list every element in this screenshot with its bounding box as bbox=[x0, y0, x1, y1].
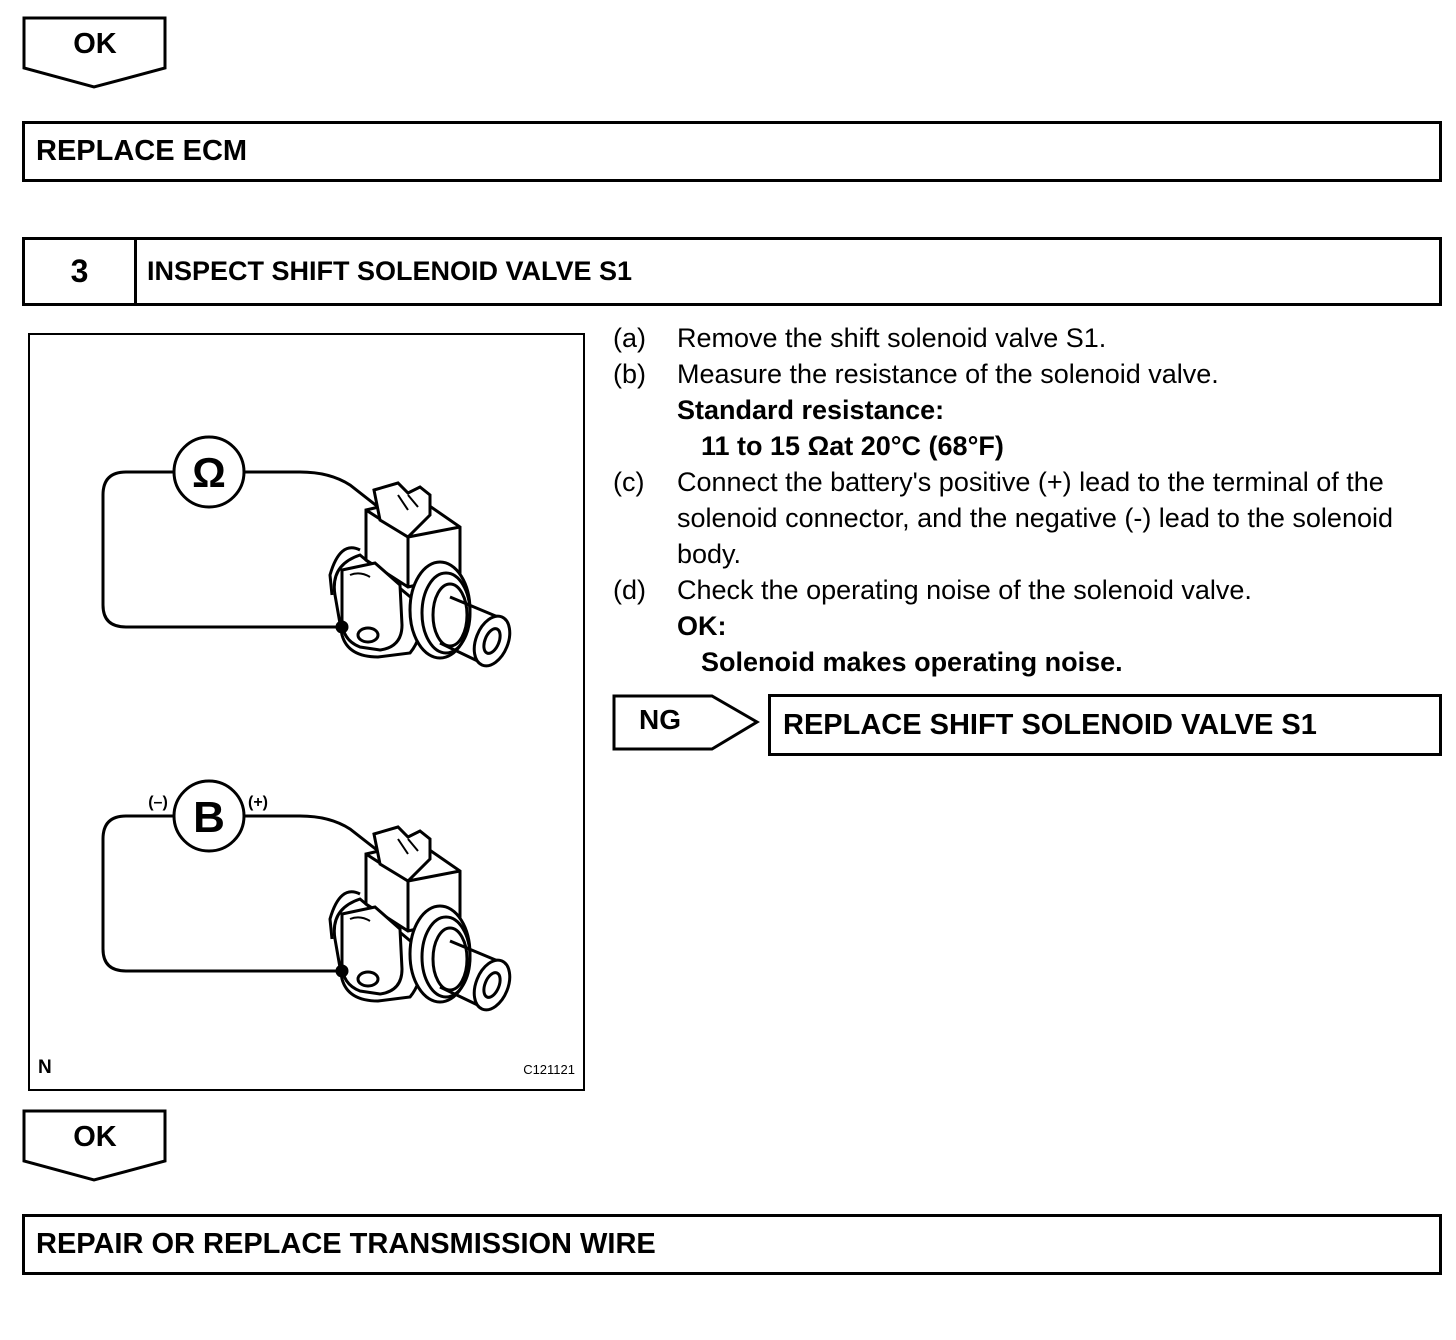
solenoid-figure: Ω B (–) (+) N C121121 bbox=[28, 333, 585, 1091]
battery-symbol: B bbox=[193, 793, 225, 842]
replace-valve-text: REPLACE SHIFT SOLENOID VALVE S1 bbox=[783, 709, 1317, 741]
ohm-symbol: Ω bbox=[192, 449, 226, 496]
replace-ecm-text: REPLACE ECM bbox=[36, 135, 248, 167]
step-d-marker: (d) bbox=[613, 575, 646, 605]
ok-label: OK bbox=[73, 28, 117, 60]
step-header: 3 INSPECT SHIFT SOLENOID VALVE S1 bbox=[22, 237, 1442, 306]
standard-resistance-label: Standard resistance: bbox=[677, 395, 945, 425]
ohmmeter-test-diagram bbox=[101, 435, 512, 668]
step-c-text: Connect the battery's positive (+) lead … bbox=[677, 467, 1393, 569]
step-a-marker: (a) bbox=[613, 323, 646, 353]
step-c-marker: (c) bbox=[613, 467, 645, 497]
step-c: (c) Connect the battery's positive (+) l… bbox=[613, 464, 1443, 572]
ng-arrow: NG bbox=[612, 694, 760, 752]
figure-letter: N bbox=[38, 1057, 52, 1078]
instructions: (a) Remove the shift solenoid valve S1. … bbox=[613, 320, 1443, 680]
solenoid-illustration: Ω B (–) (+) bbox=[101, 435, 512, 1012]
down-arrow-shape bbox=[22, 1109, 167, 1182]
repair-wire-box: REPAIR OR REPLACE TRANSMISSION WIRE bbox=[22, 1214, 1442, 1275]
ok-condition-value: Solenoid makes operating noise. bbox=[701, 647, 1123, 677]
down-arrow-shape bbox=[22, 16, 167, 89]
ok-arrow-bottom: OK bbox=[22, 1109, 168, 1183]
right-arrow-shape bbox=[612, 694, 760, 751]
step-a: (a) Remove the shift solenoid valve S1. bbox=[613, 320, 1443, 356]
replace-ecm-box: REPLACE ECM bbox=[22, 121, 1442, 182]
ok-label: OK bbox=[73, 1121, 117, 1153]
step-d-text: Check the operating noise of the solenoi… bbox=[677, 575, 1252, 605]
step-b-marker: (b) bbox=[613, 359, 646, 389]
figure-code: C121121 bbox=[523, 1062, 575, 1077]
repair-wire-text: REPAIR OR REPLACE TRANSMISSION WIRE bbox=[36, 1228, 656, 1260]
minus-label: (–) bbox=[148, 794, 168, 811]
ok-condition-label: OK: bbox=[677, 611, 727, 641]
step-title: INSPECT SHIFT SOLENOID VALVE S1 bbox=[147, 256, 633, 286]
ng-label: NG bbox=[639, 704, 681, 735]
battery-test-diagram bbox=[101, 779, 512, 1012]
step-number: 3 bbox=[25, 240, 137, 303]
plus-label: (+) bbox=[248, 794, 268, 811]
step-b: (b) Measure the resistance of the soleno… bbox=[613, 356, 1443, 392]
step-a-text: Remove the shift solenoid valve S1. bbox=[677, 323, 1107, 353]
ok-arrow-top: OK bbox=[22, 16, 168, 90]
step-b-text: Measure the resistance of the solenoid v… bbox=[677, 359, 1219, 389]
standard-resistance-value: 11 to 15 Ωat 20°C (68°F) bbox=[701, 431, 1004, 461]
step-d: (d) Check the operating noise of the sol… bbox=[613, 572, 1443, 608]
replace-valve-box: REPLACE SHIFT SOLENOID VALVE S1 bbox=[768, 694, 1442, 756]
